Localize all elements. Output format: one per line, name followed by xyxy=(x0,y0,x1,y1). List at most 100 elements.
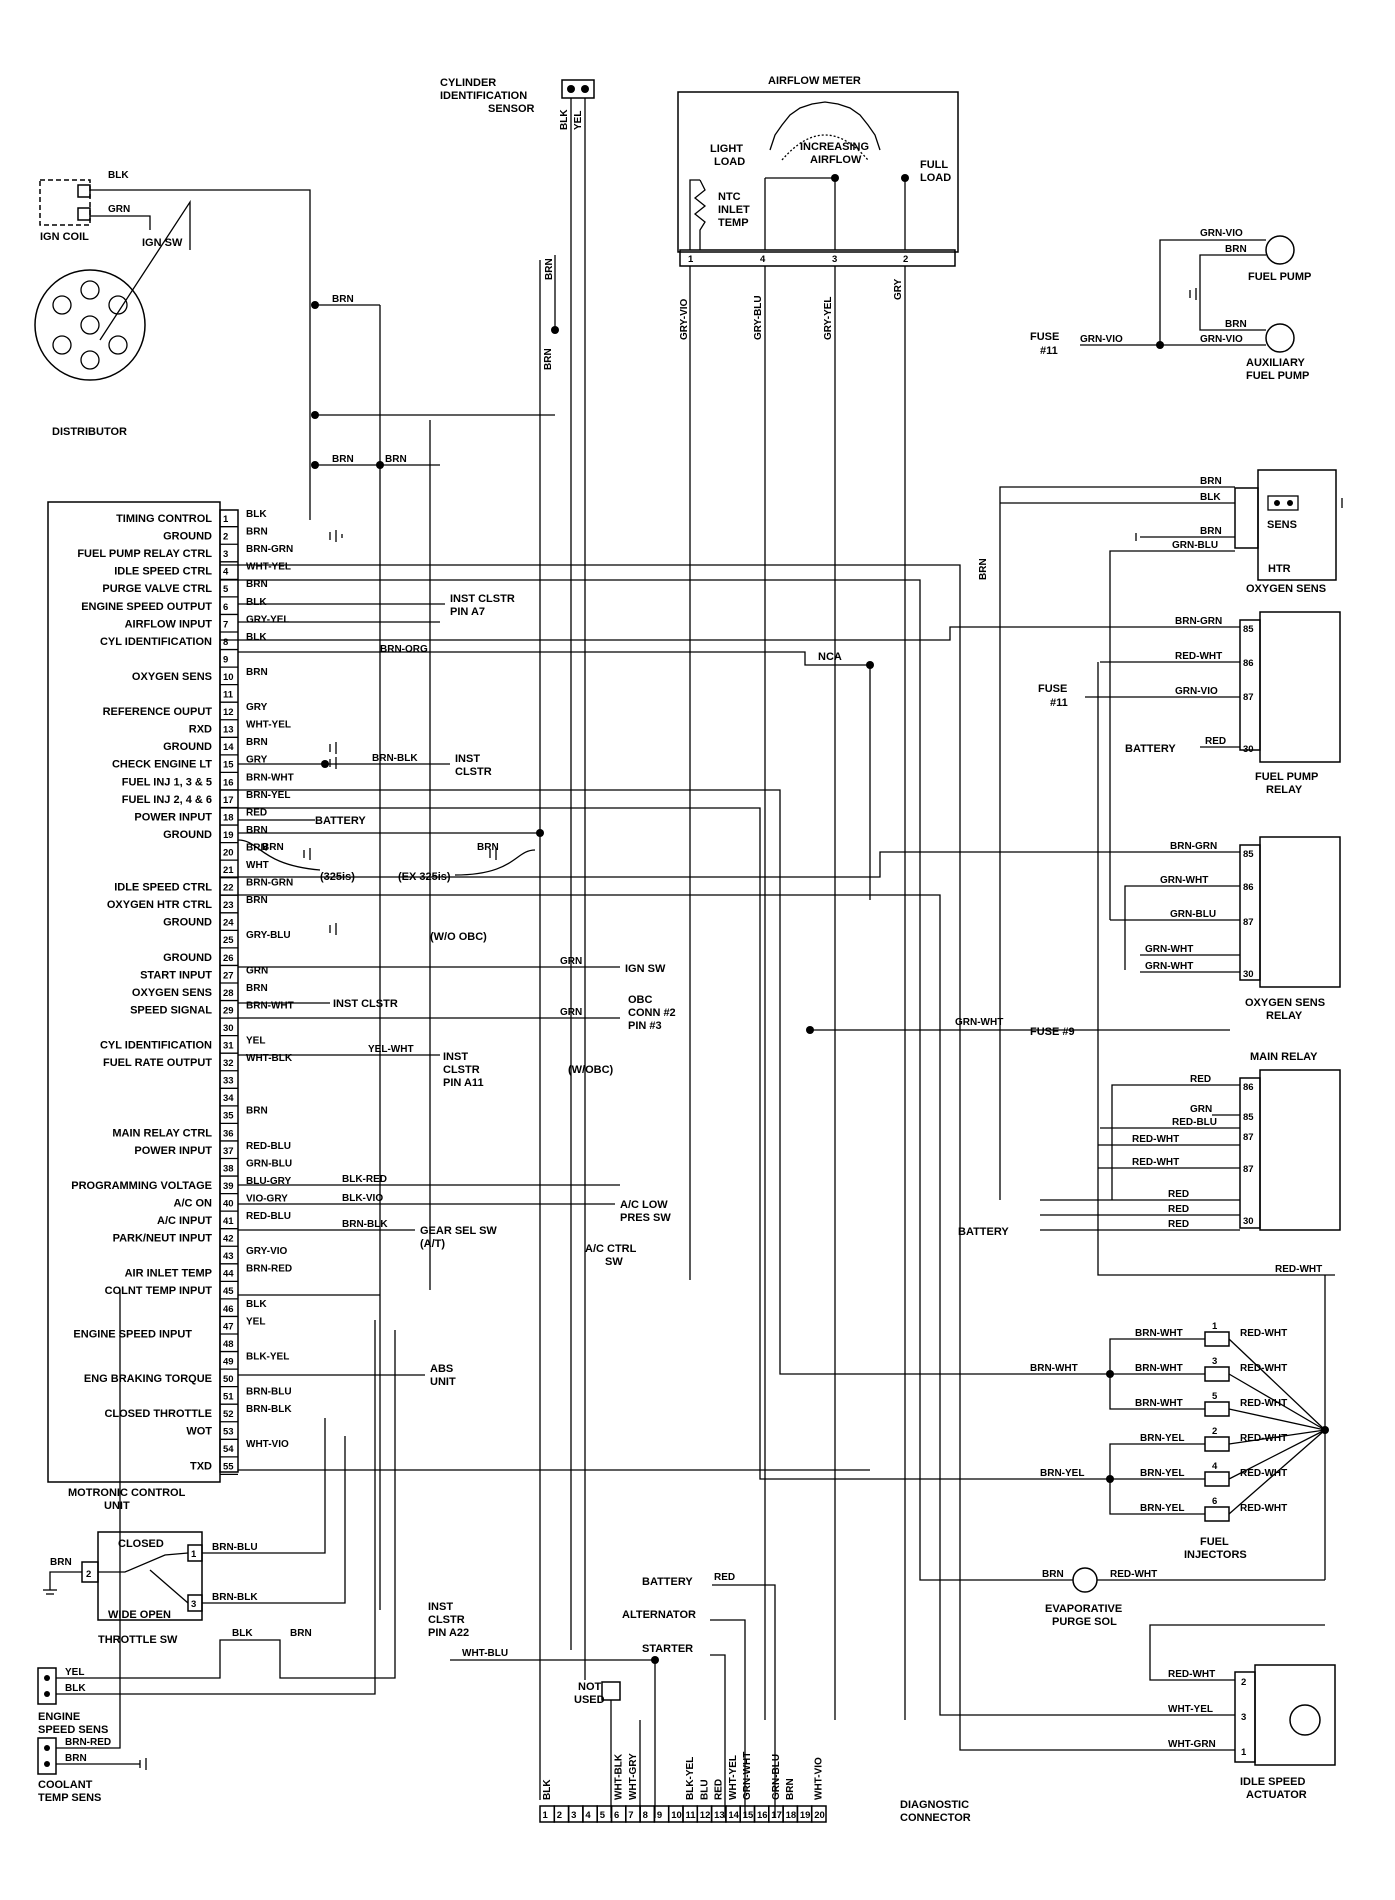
ecu-pin-number: 30 xyxy=(223,1023,234,1034)
ecu-pin-label: GROUND xyxy=(163,917,212,929)
ecu-pin-wire: BRN-YEL xyxy=(246,790,290,801)
ecu-pin-label: FUEL RATE OUTPUT xyxy=(103,1057,212,1069)
ecu-pin-label: REFERENCE OUPUT xyxy=(103,706,213,718)
ecu-pin-wire: YEL xyxy=(246,1316,265,1327)
svg-text:1: 1 xyxy=(1212,1321,1218,1332)
wire-label: BLK xyxy=(1200,492,1221,503)
wire-label: BRN-WHT xyxy=(1135,1398,1183,1409)
inst-a11-3: PIN A11 xyxy=(443,1077,484,1089)
svg-text:3: 3 xyxy=(191,1599,196,1610)
wire-label: GRY xyxy=(893,278,904,300)
wire-label: BRN xyxy=(50,1557,72,1568)
main-relay: MAIN RELAY 86 85 87 87 30 xyxy=(1239,1051,1341,1231)
wire-label: BRN-WHT xyxy=(1030,1363,1078,1374)
wire-label: BRN xyxy=(262,842,284,853)
diag-wire-label: BLK-YEL xyxy=(685,1757,696,1800)
full-load-1: FULL xyxy=(920,159,948,171)
svg-text:86: 86 xyxy=(1243,882,1254,893)
ecu-pin-number: 37 xyxy=(223,1146,234,1157)
wire-label: BRN-GRN xyxy=(1170,841,1217,852)
wire-label: BRN-ORG xyxy=(380,644,428,655)
ecu-pin-wire: YEL xyxy=(246,1036,265,1047)
svg-text:85: 85 xyxy=(1243,624,1254,635)
ecu-pin-label: RXD xyxy=(189,724,212,736)
ecu-pin-number: 26 xyxy=(223,953,234,964)
ecu-pin-number: 42 xyxy=(223,1234,234,1245)
ecu-pin-number: 33 xyxy=(223,1076,234,1087)
svg-text:85: 85 xyxy=(1243,1112,1254,1123)
diag-wire-label: WHT-VIO xyxy=(814,1757,825,1800)
ecu-pin-label: GROUND xyxy=(163,952,212,964)
ecu-pin-label: ENG BRAKING TORQUE xyxy=(84,1373,212,1385)
ecu-pin-wire: GRY-YEL xyxy=(246,614,290,625)
obc-2: CONN #2 xyxy=(628,1007,676,1019)
wire-label: WHT-BLU xyxy=(462,1648,508,1659)
svg-text:2: 2 xyxy=(1241,1677,1246,1688)
ecu-pin-label: SPEED SIGNAL xyxy=(130,1004,212,1016)
ecu-pin-label: GROUND xyxy=(163,829,212,841)
ecu-pin-label: CYL IDENTIFICATION xyxy=(100,636,212,648)
wide-open-label: WIDE OPEN xyxy=(108,1609,171,1621)
wire-label: YEL-WHT xyxy=(368,1044,414,1055)
isa-1: IDLE SPEED xyxy=(1240,1776,1305,1788)
ecu-pin-label: CHECK ENGINE LT xyxy=(112,759,212,771)
ecu-pin-label: PURGE VALVE CTRL xyxy=(102,583,212,595)
wire-label: BRN xyxy=(385,454,407,465)
oxygen-sensor: SENS HTR OXYGEN SENS xyxy=(1234,469,1337,595)
wire-label: RED-WHT xyxy=(1240,1363,1287,1374)
ecu-pin-number: 11 xyxy=(223,690,234,701)
inst-clstr-a7-2: PIN A7 xyxy=(450,606,485,618)
aux-pump-2: FUEL PUMP xyxy=(1246,370,1309,382)
evap-2: PURGE SOL xyxy=(1052,1616,1117,1628)
svg-text:2: 2 xyxy=(903,254,908,265)
svg-text:1: 1 xyxy=(1241,1747,1247,1758)
ecu-pin-wire: BRN xyxy=(246,579,268,590)
ecu-pin-wire: BRN xyxy=(246,737,268,748)
light-load-2: LOAD xyxy=(714,156,745,168)
ecu-pin-label: IDLE SPEED CTRL xyxy=(114,882,212,894)
ign-coil-label: IGN COIL xyxy=(40,231,89,243)
inst-a11-2: CLSTR xyxy=(443,1064,480,1076)
wire-label: BRN xyxy=(544,258,555,280)
ecu-pin-wire: RED-BLU xyxy=(246,1141,291,1152)
wire-label: BRN xyxy=(1042,1569,1064,1580)
wire-label: GRN xyxy=(108,204,130,215)
coolant-temp-sensor: COOLANT TEMP SENS xyxy=(37,1737,101,1804)
wire-label: RED-WHT xyxy=(1240,1433,1287,1444)
wire-label: BRN-BLU xyxy=(212,1542,258,1553)
wire-label: RED xyxy=(1168,1189,1189,1200)
ecu-pin-number: 51 xyxy=(223,1392,234,1403)
ac-low-2: PRES SW xyxy=(620,1212,671,1224)
ecu-pin-label: PARK/NEUT INPUT xyxy=(113,1233,213,1245)
ecu-pin-number: 41 xyxy=(223,1216,234,1227)
wire-label: GRY-VIO xyxy=(679,298,690,340)
battery-diag: BATTERY xyxy=(642,1576,693,1588)
wire-label: GRN-BLU xyxy=(1172,540,1218,551)
wire-label: BRN xyxy=(1225,244,1247,255)
ecu-pin-number: 39 xyxy=(223,1181,234,1192)
full-load-2: LOAD xyxy=(920,172,951,184)
svg-text:30: 30 xyxy=(1243,969,1254,980)
ecu-pin-wire: RED-BLU xyxy=(246,1211,291,1222)
diag-wire-label: WHT-YEL xyxy=(728,1755,739,1800)
incr-airflow-2: AIRFLOW xyxy=(810,154,862,166)
diag-pin-number: 18 xyxy=(786,1810,797,1821)
ntc-3: TEMP xyxy=(718,217,749,229)
fuel-pump-relay-2: RELAY xyxy=(1266,784,1303,796)
wire-label: RED-WHT xyxy=(1275,1264,1322,1275)
gear-sel-2: (A/T) xyxy=(420,1238,445,1250)
ecu-pin-number: 49 xyxy=(223,1356,234,1367)
wire-label: RED-WHT xyxy=(1240,1328,1287,1339)
wire-label: GRN-VIO xyxy=(1200,228,1243,239)
ecu-pin-number: 3 xyxy=(223,549,228,560)
wire-label: GRN-WHT xyxy=(1145,944,1193,955)
not-used-2: USED xyxy=(574,1694,605,1706)
ecu-pin-number: 6 xyxy=(223,602,228,613)
fuse11-top-2: #11 xyxy=(1040,345,1058,357)
326is-label: (325is) xyxy=(320,871,355,883)
wire-label: BRN-GRN xyxy=(1175,616,1222,627)
wire-label: GRY-YEL xyxy=(823,296,834,340)
fuel-injectors: 1 3 5 2 4 6 FUEL INJECTORS xyxy=(1184,1321,1247,1561)
